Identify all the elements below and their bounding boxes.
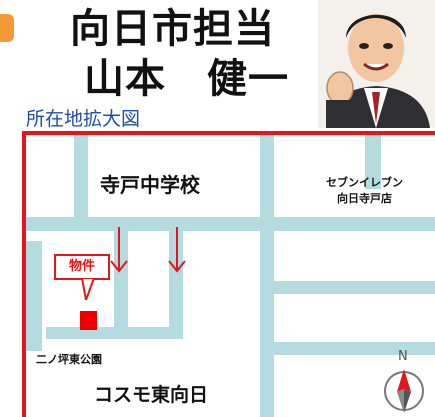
north-letter: N [398,349,408,364]
property-marker [80,311,97,330]
map-road [260,135,274,417]
map-road [114,231,128,329]
convenience-store-label: セブンイレブン 向日寺戸店 [326,175,403,207]
orange-accent-chip [0,14,14,42]
area-label: コスモ東向日 [94,384,209,406]
header-title-area: 向日市担当 [70,6,275,52]
map-road [46,327,183,339]
header-title-name: 山本 健一 [84,56,289,102]
map-road [169,231,183,329]
store-label-line2: 向日寺戸店 [337,192,392,205]
map-road [74,135,88,219]
map-road [274,281,435,294]
school-label: 寺戸中学校 [100,173,200,197]
down-arrow-icon [168,227,186,273]
property-tag-pointer [80,278,96,300]
map-road [274,342,435,355]
map-road [26,217,435,231]
map-road [26,241,42,351]
property-tag: 物件 [54,254,110,280]
location-map: 寺戸中学校 セブンイレブン 向日寺戸店 物件 二ノ坪東公園 コスモ東向日 N [22,131,435,417]
agent-portrait-illustration [318,0,435,128]
park-label: 二ノ坪東公園 [36,353,102,366]
north-compass-icon [384,369,424,413]
down-arrow-icon [110,227,128,273]
store-label-line1: セブンイレブン [326,176,403,189]
map-road [365,135,381,189]
map-section-label: 所在地拡大図 [26,108,141,130]
